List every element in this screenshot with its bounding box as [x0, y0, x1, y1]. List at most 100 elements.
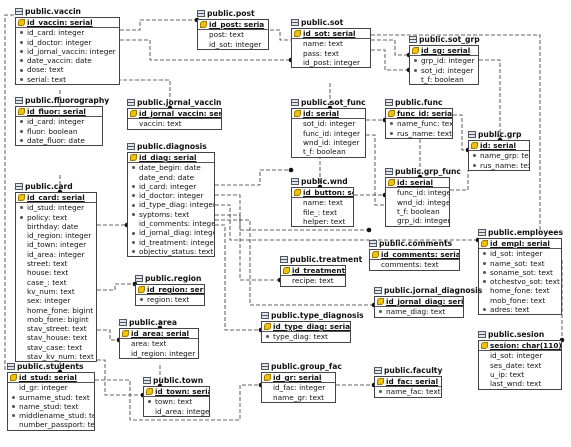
field-row[interactable]: id_card: integer [16, 117, 102, 126]
field-row[interactable]: id_fac: integer [262, 383, 335, 392]
field-row[interactable]: u_ip: text [479, 370, 561, 379]
field-row[interactable]: mob_fone: text [479, 296, 561, 305]
field-row[interactable]: t_f: boolean [386, 207, 449, 216]
field-row[interactable]: id_gr: integer [8, 383, 94, 392]
field-row[interactable]: home_fone: text [479, 286, 561, 295]
field-row[interactable]: id_region: integer [120, 349, 198, 358]
table-region[interactable]: id_region: seriaregion: text [135, 284, 205, 306]
field-row[interactable]: wnd_id: integer [292, 138, 365, 147]
field-row[interactable]: post: text [198, 30, 268, 39]
field-row[interactable]: wnd_id: integer [386, 198, 449, 207]
field-row[interactable]: name_stud: text [8, 402, 94, 411]
table-treatment[interactable]: id_treatment: seriarecipe: text [280, 265, 346, 287]
field-row[interactable]: fluor: boolean [16, 127, 102, 136]
field-row[interactable]: func_id: integer [386, 188, 449, 197]
field-row[interactable]: adres: text [479, 305, 561, 314]
primary-key-field[interactable]: id_town: serial [144, 387, 209, 396]
primary-key-field[interactable]: id_gr: serial [262, 373, 335, 382]
primary-key-field[interactable]: id_empl: serial [479, 239, 561, 248]
field-row[interactable]: stav_kv_num: text [16, 352, 96, 361]
field-row[interactable]: syptoms: text [128, 210, 214, 219]
field-row[interactable]: sot_id: integer [410, 66, 478, 75]
field-row[interactable]: stav_house: text [16, 333, 96, 342]
field-row[interactable]: id_jornal_diag: integer [128, 228, 214, 237]
field-row[interactable]: date_vaccin: date [16, 56, 119, 65]
field-row[interactable]: rus_name: text [469, 161, 529, 170]
field-row[interactable]: name_gr: text [262, 393, 335, 402]
field-row[interactable]: id_card: integer [16, 28, 119, 37]
field-row[interactable]: comments: text [370, 260, 459, 269]
field-row[interactable]: birthday: date [16, 222, 96, 231]
field-row[interactable]: file_: text [292, 208, 353, 217]
primary-key-field[interactable]: id_vaccin: serial [16, 18, 119, 27]
field-row[interactable]: house: text [16, 268, 96, 277]
field-row[interactable]: t_f: boolean [410, 75, 478, 84]
field-row[interactable]: name: text [292, 198, 353, 207]
field-row[interactable]: town: text [144, 397, 209, 406]
field-row[interactable]: street: text [16, 259, 96, 268]
primary-key-field[interactable]: id_jornal_vaccin: serial [128, 109, 221, 118]
primary-key-field[interactable]: id_fac: serial [375, 377, 441, 386]
field-row[interactable]: name_sot: text [479, 259, 561, 268]
primary-key-field[interactable]: id_comments: seria [370, 250, 459, 259]
field-row[interactable]: grp_id: integer [386, 216, 449, 225]
field-row[interactable]: name_diag: text [375, 307, 463, 316]
field-row[interactable]: id_region: integer [16, 231, 96, 240]
primary-key-field[interactable]: id_jornal_diag: serial [375, 297, 463, 306]
field-row[interactable]: name: text [292, 39, 370, 48]
field-row[interactable]: home_fone: bigint [16, 306, 96, 315]
field-row[interactable]: id_card: integer [128, 182, 214, 191]
field-row[interactable]: name_func: text [386, 119, 452, 128]
field-row[interactable]: id_comments: integer [128, 219, 214, 228]
primary-key-field[interactable]: sesion: char(110) [479, 341, 561, 350]
primary-key-field[interactable]: id_post: seria [198, 20, 268, 29]
field-row[interactable]: dose: text [16, 65, 119, 74]
primary-key-field[interactable]: id_region: seria [136, 285, 204, 294]
field-row[interactable]: sex: integer [16, 296, 96, 305]
primary-key-field[interactable]: id: serial [292, 109, 365, 118]
field-row[interactable]: type_diag: text [262, 332, 350, 341]
field-row[interactable]: id_treatment: integer [128, 238, 214, 247]
field-row[interactable]: id_town: integer [16, 240, 96, 249]
field-row[interactable]: id_area: integer [16, 250, 96, 259]
primary-key-field[interactable]: id: serial [386, 178, 449, 187]
field-row[interactable]: id_type_diag: integer [128, 200, 214, 209]
primary-key-field[interactable]: id_type_diag: serial [262, 322, 350, 331]
primary-key-field[interactable]: id_sg: serial [410, 46, 478, 55]
field-row[interactable]: surname_stud: text [8, 393, 94, 402]
field-row[interactable]: func_id: integer [292, 129, 365, 138]
field-row[interactable]: number_passport: text [8, 420, 94, 429]
field-row[interactable]: name_fac: text [375, 387, 441, 396]
field-row[interactable]: area: text [120, 339, 198, 348]
field-row[interactable]: region: text [136, 295, 204, 304]
field-row[interactable]: rus_name: text [386, 129, 452, 138]
field-row[interactable]: id_doctor: integer [16, 38, 119, 47]
field-row[interactable]: id_stud: integer [16, 203, 96, 212]
primary-key-field[interactable]: id_treatment: seria [281, 266, 345, 275]
primary-key-field[interactable]: id_sot: serial [292, 29, 370, 38]
field-row[interactable]: name_grp: text [469, 151, 529, 160]
primary-key-field[interactable]: id_card: serial [16, 193, 96, 202]
field-row[interactable]: id_jornal_vaccin: integer [16, 47, 119, 56]
field-row[interactable]: date_end: date [128, 173, 214, 182]
field-row[interactable]: ses_date: text [479, 361, 561, 370]
field-row[interactable]: otchestvo_sot: text [479, 277, 561, 286]
field-row[interactable]: pass: text [292, 49, 370, 58]
